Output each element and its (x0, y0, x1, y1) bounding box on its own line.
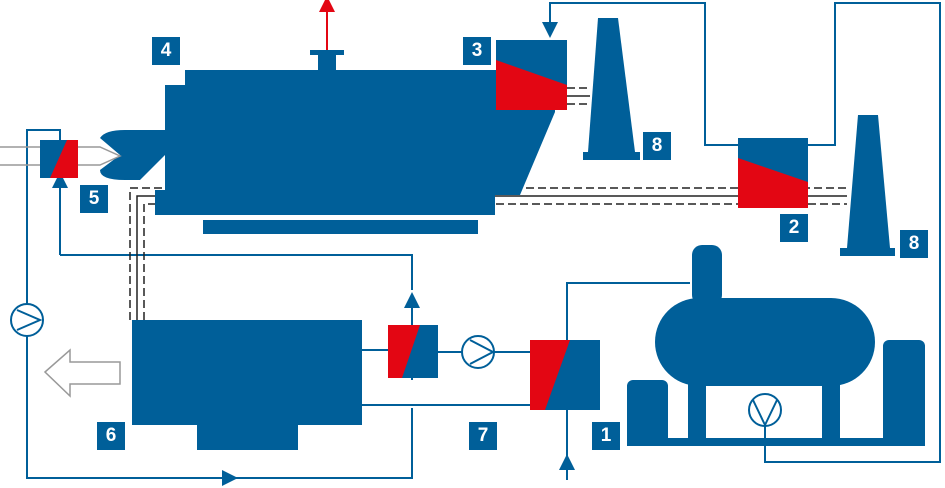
heat-output-arrow (43, 348, 121, 398)
chimneys (583, 18, 895, 256)
economizer-3 (496, 40, 567, 110)
label-economizer: 3 (463, 37, 491, 65)
heat-exchanger-1 (530, 340, 600, 410)
storage-tank (627, 245, 925, 446)
pump-icon (461, 335, 495, 369)
heat-exchanger-2 (738, 138, 808, 208)
flue-gas-ducts (129, 87, 847, 320)
pumps (10, 303, 782, 428)
boiler (100, 50, 555, 234)
label-air-preheater: 5 (80, 185, 108, 213)
label-chimney-left: 8 (643, 132, 671, 160)
label-engine-cooler: 7 (469, 422, 497, 450)
label-chimney-right: 8 (900, 230, 928, 258)
air-preheater-5 (40, 140, 78, 178)
pump-icon (10, 303, 44, 337)
label-heat-exchanger-1: 1 (592, 422, 620, 450)
label-engine: 6 (97, 422, 125, 450)
engine-6 (132, 320, 362, 450)
label-heat-exchanger-2: 2 (780, 214, 808, 242)
air-inlet-arrow (0, 146, 122, 166)
pipes (26, 2, 941, 486)
label-boiler: 4 (152, 37, 180, 65)
engine-cooler-7 (388, 325, 438, 378)
pump-icon (748, 393, 782, 427)
